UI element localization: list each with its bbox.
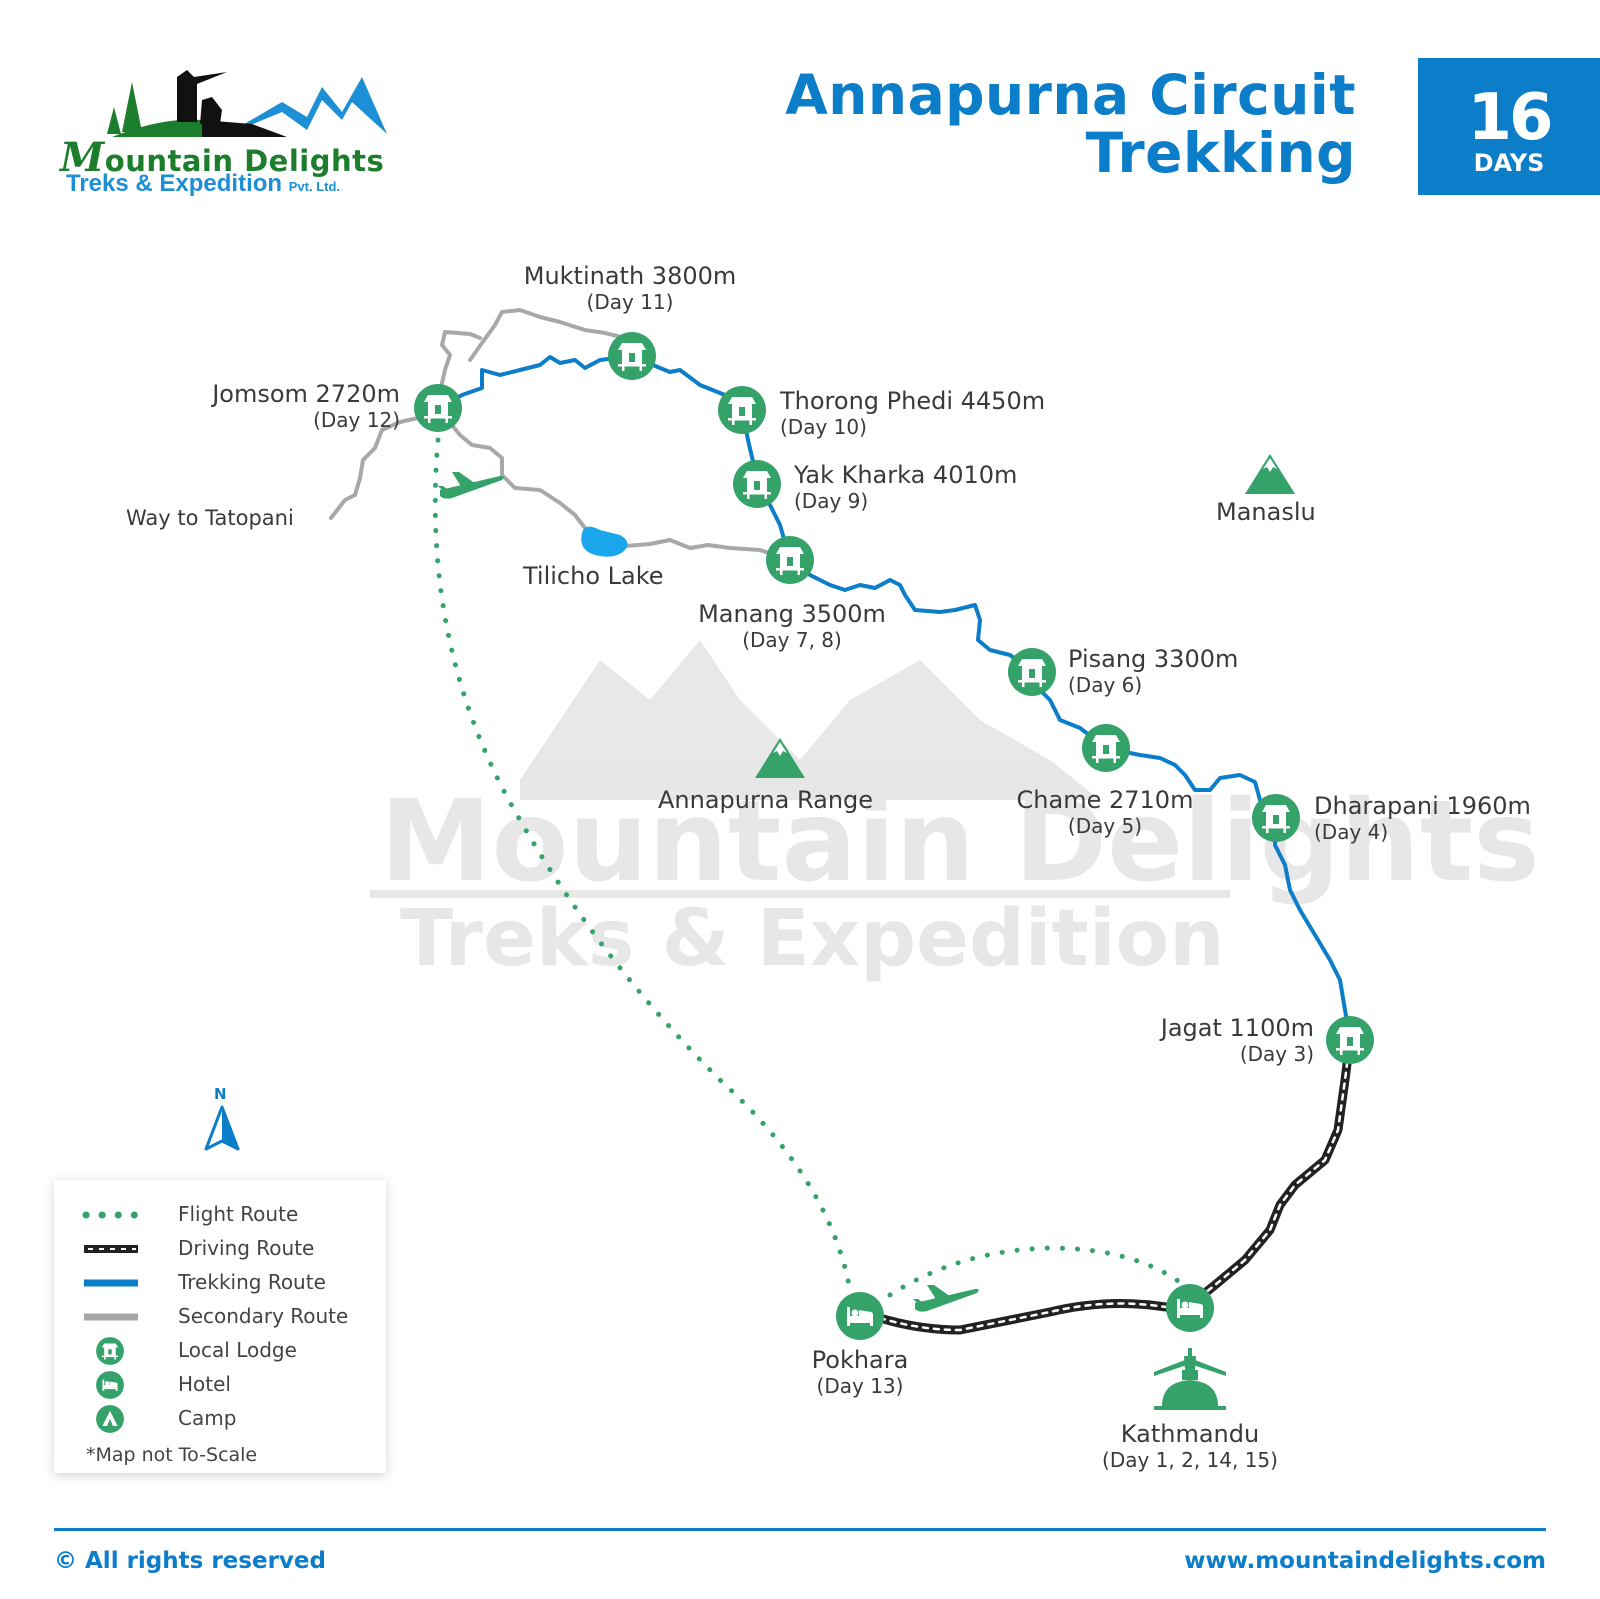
legend-item-lodge: Local Lodge: [54, 1334, 386, 1368]
lodge-icon: [96, 1337, 124, 1365]
company-logo: Mountain Delights Treks & Expedition Pvt…: [52, 62, 387, 202]
lodge-marker-chame: [1082, 724, 1130, 772]
plane-icon: [438, 472, 504, 499]
flight-route: [432, 437, 1193, 1298]
lodge-marker-jomsom: [414, 384, 462, 432]
driving-route-swatch: [84, 1245, 138, 1253]
plane-icon: [913, 1285, 979, 1312]
lodge-marker-jagat: [1326, 1016, 1374, 1064]
map-legend: Flight Route Driving Route Trekking Rout…: [54, 1180, 386, 1473]
legend-item-flight: Flight Route: [54, 1198, 386, 1232]
svg-text:Mountain Delights: Mountain Delights: [380, 777, 1540, 907]
footer-divider: [54, 1528, 1546, 1531]
lodge-marker-yak-kharka: [733, 460, 781, 508]
website-link[interactable]: www.mountaindelights.com: [1184, 1548, 1546, 1574]
logo-brand-name: Mountain Delights: [60, 134, 385, 181]
hotel-marker-pokhara: [836, 1292, 884, 1340]
north-arrow-icon: [204, 1105, 240, 1151]
label-way-to-tatopani: Way to Tatopani: [126, 506, 294, 530]
days-number: 16: [1467, 81, 1553, 155]
legend-item-secondary: Secondary Route: [54, 1300, 386, 1334]
watermark: Mountain Delights Treks & Expedition: [370, 640, 1540, 984]
secondary-route-swatch: [84, 1313, 138, 1321]
logo-subtitle: Treks & Expedition Pvt. Ltd.: [66, 170, 341, 197]
logo-mountains-icon: [107, 70, 387, 137]
flight-route-swatch: [82, 1211, 138, 1219]
tilicho-lake: [581, 526, 628, 557]
secondary-route: [329, 308, 777, 557]
stop-label-jagat: Jagat 1100m(Day 3): [1160, 1014, 1314, 1066]
stop-label-pokhara: Pokhara(Day 13): [811, 1346, 909, 1398]
days-label: DAYS: [1473, 149, 1545, 177]
lodge-marker-pisang: [1008, 648, 1056, 696]
page-title: Annapurna Circuit Trekking: [785, 63, 1356, 185]
stop-label-thorong-phedi: Thorong Phedi 4450m(Day 10): [780, 387, 1046, 439]
trekking-route-swatch: [84, 1279, 138, 1287]
lodge-marker-muktinath: [608, 332, 656, 380]
stupa-icon: [1154, 1348, 1226, 1410]
stop-label-manang: Manang 3500m(Day 7, 8): [698, 600, 886, 652]
legend-note: *Map not To-Scale: [86, 1444, 258, 1466]
camp-tent-icon: [96, 1405, 124, 1433]
stop-label-dharapani: Dharapani 1960m(Day 4): [1314, 792, 1531, 844]
stop-label-kathmandu: Kathmandu(Day 1, 2, 14, 15): [1102, 1420, 1278, 1472]
stop-label-muktinath: Muktinath 3800m(Day 11): [523, 262, 737, 314]
copyright-text: © All rights reserved: [54, 1548, 326, 1574]
stop-label-pisang: Pisang 3300m(Day 6): [1068, 645, 1239, 697]
compass: N: [200, 1085, 244, 1155]
stop-label-chame: Chame 2710m(Day 5): [1016, 786, 1194, 838]
legend-item-driving: Driving Route: [54, 1232, 386, 1266]
duration-badge: 16 DAYS: [1418, 58, 1600, 195]
lodge-marker-manang: [766, 536, 814, 584]
hotel-marker-kathmandu: [1166, 1284, 1214, 1332]
stop-label-jomsom: Jomsom 2720m(Day 12): [212, 380, 400, 432]
compass-label: N: [214, 1085, 227, 1103]
legend-item-hotel: Hotel: [54, 1368, 386, 1402]
legend-item-trekking: Trekking Route: [54, 1266, 386, 1300]
label-tilicho-lake: Tilicho Lake: [523, 562, 664, 590]
lodge-marker-thorong-phedi: [718, 386, 766, 434]
manaslu-peak-icon: [1245, 454, 1295, 494]
hotel-bed-icon: [96, 1371, 124, 1399]
driving-route: [875, 1035, 1355, 1335]
label-manaslu: Manaslu: [1216, 498, 1316, 526]
label-annapurna-range: Annapurna Range: [658, 786, 874, 814]
stop-label-yak-kharka: Yak Kharka 4010m(Day 9): [794, 461, 1018, 513]
lodge-marker-dharapani: [1252, 794, 1300, 842]
svg-text:Treks & Expedition: Treks & Expedition: [400, 894, 1225, 984]
legend-item-camp: Camp: [54, 1402, 386, 1436]
